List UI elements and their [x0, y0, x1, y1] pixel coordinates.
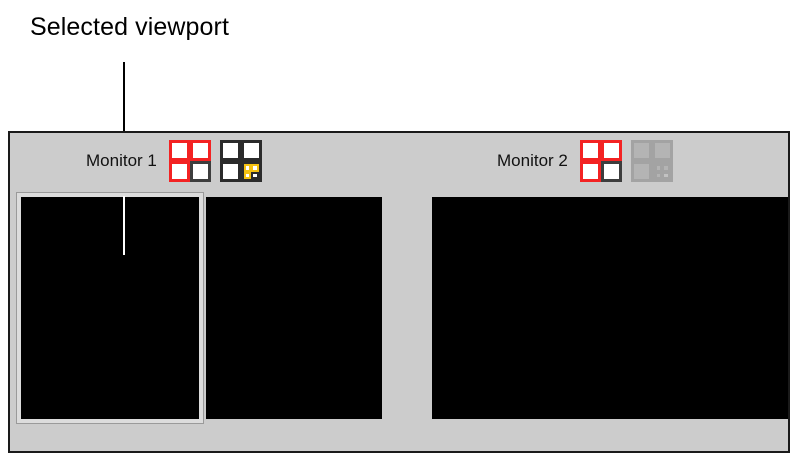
subquad-bottom-right: [251, 171, 259, 179]
monitor-group-1: Monitor 1: [10, 133, 410, 451]
quad-top-right: [189, 140, 211, 161]
quad-top-left: [168, 140, 190, 161]
viewport-monitor1-left[interactable]: [17, 193, 203, 423]
monitor-2-header: Monitor 2: [497, 140, 673, 182]
annotation-leader-line: [123, 62, 125, 194]
annotation-label: Selected viewport: [30, 13, 230, 41]
quad-top-left: [630, 140, 652, 161]
quad-bottom-right-subgrid: [651, 161, 673, 182]
subquad-bottom-left: [243, 171, 252, 179]
quad-bottom-right: [600, 161, 622, 182]
subquad-top-left: [654, 164, 663, 172]
quad-top-left: [579, 140, 601, 161]
subquad-top-right: [662, 164, 670, 172]
monitor-1-layout-quad-subdivided-icon[interactable]: [219, 140, 262, 182]
subquad-bottom-left: [654, 171, 663, 179]
monitor-1-header: Monitor 1: [86, 140, 262, 182]
quad-bottom-right: [189, 161, 211, 182]
monitor-layout-panel: Monitor 1: [8, 131, 790, 453]
subquad-top-right: [251, 164, 259, 172]
quad-bottom-right-subgrid: [240, 161, 262, 182]
quad-top-right: [651, 140, 673, 161]
viewport-monitor2-main[interactable]: [432, 197, 788, 419]
quad-bottom-left: [630, 161, 652, 182]
quad-top-left: [219, 140, 241, 161]
monitor-group-2: Monitor 2: [410, 133, 788, 451]
monitor-1-label: Monitor 1: [86, 151, 157, 170]
monitor-2-layout-quad-red-icon[interactable]: [579, 140, 622, 182]
subquad-bottom-right: [662, 171, 670, 179]
quad-top-right: [600, 140, 622, 161]
monitor-2-layout-quad-subdivided-icon: [630, 140, 673, 182]
annotation-leader-line-over-viewport: [123, 196, 125, 255]
quad-top-right: [240, 140, 262, 161]
quad-bottom-left: [219, 161, 241, 182]
quad-bottom-left: [168, 161, 190, 182]
subquad-top-left: [243, 164, 252, 172]
quad-bottom-left: [579, 161, 601, 182]
viewport-monitor1-right[interactable]: [206, 197, 382, 419]
monitor-1-layout-quad-red-icon[interactable]: [168, 140, 211, 182]
monitor-2-label: Monitor 2: [497, 151, 568, 170]
